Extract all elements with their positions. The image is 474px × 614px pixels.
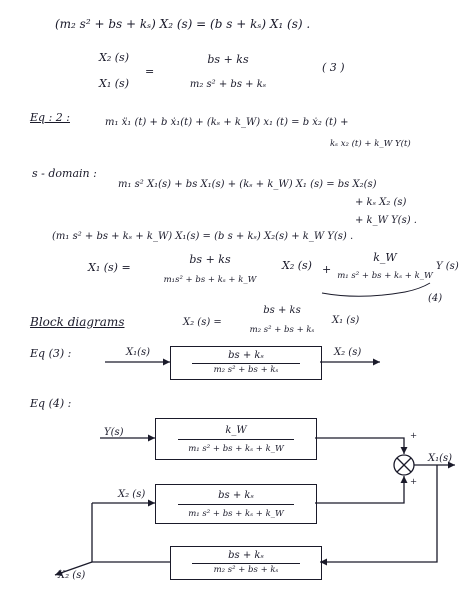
block-eq-denominator: m₂ s² + bs + kₛ	[249, 325, 315, 335]
s-domain-line1: m₁ s² X₁(s) + bs X₁(s) + (kₛ + k_W) X₁ (…	[118, 179, 377, 190]
eq2-line1: m₁ ẍ₁ (t) + b ẋ₁(t) + (kₛ + k_W) x₁ (t) …	[105, 117, 349, 128]
feedback-block-fraction-bar	[192, 563, 300, 564]
eq4-tag: (4)	[428, 293, 443, 304]
feedback-block-numerator: bs + kₛ	[228, 550, 264, 561]
eq4-term2-variable: Y (s)	[436, 261, 459, 272]
eq3-rhs-numerator: bs + ks	[207, 53, 249, 66]
diagram1-fraction-bar	[192, 363, 300, 364]
eq4-plus: +	[322, 263, 332, 276]
summing-junction-plus-top: +	[410, 431, 418, 441]
eq3-line: (m₂ s² + bs + kₛ) X₂ (s) = (b s + kₛ) X₁…	[55, 17, 311, 31]
s-domain-label: s - domain :	[32, 167, 97, 180]
summing-junction	[393, 454, 415, 476]
diagram1-block-numerator: bs + kₛ	[228, 350, 264, 361]
eq3-tag: ( 3 )	[322, 61, 345, 74]
diagram2-input-x2: X₂ (s)	[118, 489, 146, 500]
block-eq-lhs: X₂ (s) =	[183, 317, 222, 328]
eq3-equals: =	[145, 65, 155, 78]
summing-junction-plus-bottom: +	[410, 477, 418, 487]
eq4-term1-numerator: bs + ks	[189, 253, 231, 266]
s-domain-line3: + k_W Y(s) .	[355, 215, 417, 226]
top-block-numerator: k_W	[225, 425, 247, 436]
diagram2-input-y: Y(s)	[104, 427, 124, 438]
eq3-lhs-denominator: X₁ (s)	[99, 77, 129, 90]
eq2-label: Eq : 2 :	[30, 111, 70, 124]
diagram2-top-block: k_W m₁ s² + bs + kₛ + k_W	[155, 418, 317, 460]
feedback-block-denominator: m₂ s² + bs + kₛ	[213, 564, 279, 575]
top-block-to-sum-arrow	[315, 437, 408, 454]
diagram2-feedback-output: X₂ (s)	[58, 570, 86, 581]
diagram1-input-label: X₁(s)	[126, 347, 151, 358]
s-domain-line2: + kₛ X₂ (s)	[355, 197, 407, 208]
top-block-denominator: m₁ s² + bs + kₛ + k_W	[188, 443, 284, 454]
eq4-term2-numerator: k_W	[373, 251, 397, 264]
diagram2-output: X₁(s)	[428, 453, 453, 464]
eq3-rhs-denominator: m₂ s² + bs + kₛ	[189, 79, 267, 90]
block-diagrams-heading: Block diagrams	[30, 315, 125, 329]
diagram1-transfer-block: bs + kₛ m₂ s² + bs + kₛ	[170, 346, 322, 380]
diagram1-label: Eq (3) :	[30, 347, 72, 360]
diagram1-output-label: X₂ (s)	[334, 347, 362, 358]
block-eq-variable: X₁ (s)	[332, 315, 360, 326]
eq3-lhs-numerator: X₂ (s)	[99, 51, 129, 64]
middle-block-to-sum-arrow	[315, 476, 408, 504]
middle-block-fraction-bar	[178, 504, 294, 505]
eq2-line2: kₛ x₂ (t) + k_W Y(t)	[330, 139, 411, 149]
diagram2-feedback-block: bs + kₛ m₂ s² + bs + kₛ	[170, 546, 322, 580]
top-block-fraction-bar	[178, 439, 294, 440]
diagram2-middle-block: bs + kₛ m₁ s² + bs + kₛ + k_W	[155, 484, 317, 524]
diagram2-label: Eq (4) :	[30, 397, 72, 410]
eq4-term2-denominator: m₁ s² + bs + kₛ + k_W	[337, 271, 433, 281]
eq4-term2-underline	[321, 282, 431, 297]
diagram1-block-denominator: m₂ s² + bs + kₛ	[213, 364, 279, 375]
feedback-path	[320, 465, 438, 566]
feedback-x2-output-arrow	[54, 561, 93, 576]
middle-block-denominator: m₁ s² + bs + kₛ + k_W	[188, 508, 284, 519]
eq4-lhs: X₁ (s) =	[88, 261, 131, 274]
middle-block-numerator: bs + kₛ	[218, 490, 254, 501]
eq4-term1-denominator: m₁s² + bs + kₛ + k_W	[163, 275, 257, 285]
feedback-block-output-line	[91, 503, 170, 563]
s-domain-line4: (m₁ s² + bs + kₛ + k_W) X₁(s) = (b s + k…	[52, 231, 354, 242]
eq4-term1-variable: X₂ (s)	[282, 259, 312, 272]
block-eq-numerator: bs + ks	[263, 305, 301, 316]
